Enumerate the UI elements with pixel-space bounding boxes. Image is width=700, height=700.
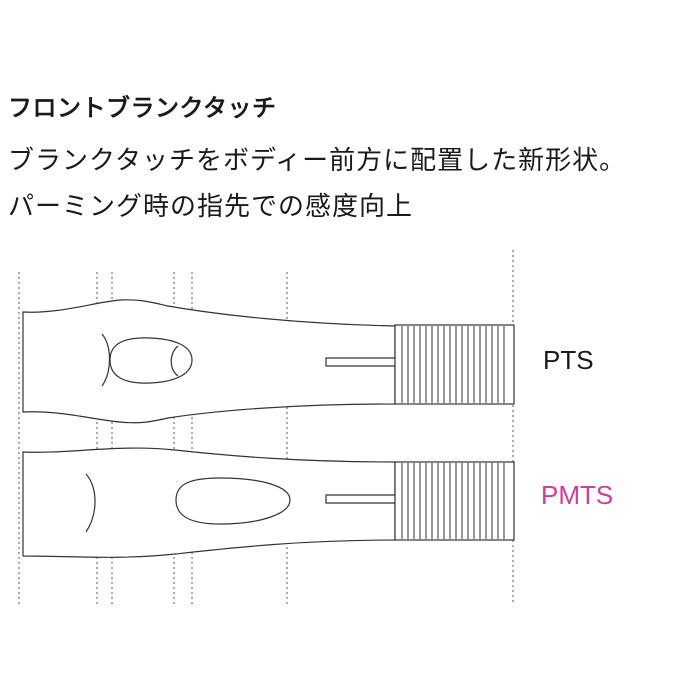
pts-blank-touch-fingertip	[170, 345, 179, 377]
pmts-reel-seat	[22, 447, 515, 558]
feature-description-line-2: パーミング時の指先での感度向上	[8, 192, 414, 222]
pts-thread-lines	[401, 326, 505, 403]
pmts-hood-slot	[325, 494, 399, 504]
pts-contour-line	[101, 333, 111, 387]
feature-title: フロントブランクタッチ	[8, 94, 277, 122]
pmts-contour-line	[85, 473, 96, 533]
model-label-pts: PTS	[543, 345, 594, 375]
pts-reel-seat	[22, 299, 515, 424]
pts-hood-slot	[325, 357, 399, 367]
pmts-thread-lines	[401, 463, 505, 539]
pmts-thread-section	[394, 461, 515, 541]
pts-thread-section	[394, 324, 515, 405]
pmts-blank-touch-window	[175, 477, 291, 525]
pts-blank-touch-window	[109, 337, 193, 384]
model-label-pmts: PMTS	[541, 480, 614, 510]
feature-description-line-1: ブランクタッチをボディー前方に配置した新形状。	[8, 146, 627, 176]
